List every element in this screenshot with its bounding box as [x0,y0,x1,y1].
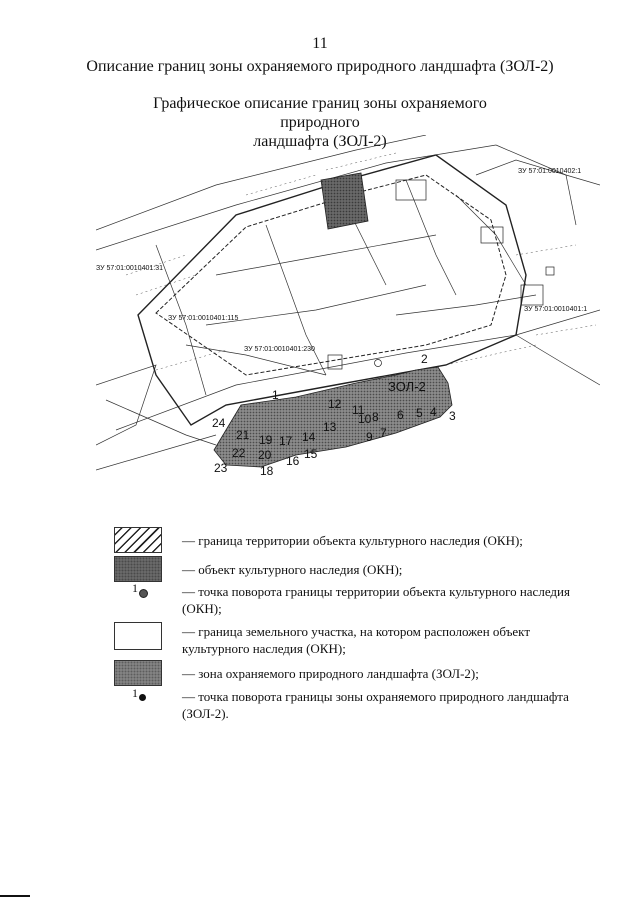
turning-point-label: 17 [279,434,293,448]
point-number: 1 [132,686,138,700]
okn-territory-boundary [155,174,507,376]
page-title: Описание границ зоны охраняемого природн… [86,58,554,75]
point-number: 1 [132,581,138,595]
turning-point-label: 10 [358,412,372,426]
map-background-lines [96,135,600,471]
turning-point-label: 12 [328,397,342,411]
turning-point-label: 20 [258,448,272,462]
turning-point-label: 24 [212,416,226,430]
cadastral-label: ЗУ 57:01:0010401:1 [524,306,587,313]
subtitle-line-1: Графическое описание границ зоны охраняе… [153,95,487,131]
legend-text: — граница территории объекта культурного… [182,533,523,548]
cadastral-labels: ЗУ 57:01:0010402:1 ЗУ 57:01:0010401:31 З… [96,168,587,353]
land-plot-swatch [114,622,162,650]
cadastral-label: ЗУ 57:01:0010401:115 [168,315,238,322]
turning-point-label: 21 [236,428,250,442]
turning-point-label: 4 [430,405,437,419]
turning-point-label: 19 [259,433,273,447]
turning-point-label: 5 [416,406,423,420]
legend-text-line: (ЗОЛ-2). [182,706,229,721]
turning-point-label: 9 [366,430,373,444]
black-point-icon [139,694,146,701]
cadastral-label: ЗУ 57:01:0010401:31 [96,265,163,272]
turning-point-label: 11 [352,403,365,417]
turning-point-label: 1 [272,388,279,402]
turning-point-label: 8 [372,410,379,424]
cadastral-label: ЗУ 57:01:0010401:230 [244,346,315,353]
turning-point-label: 3 [449,409,456,423]
section-subtitle: Графическое описание границ зоны охраняе… [130,94,510,151]
legend-text: — точка поворота границы территории объе… [182,583,592,617]
turning-point-label: 23 [214,461,228,475]
turning-point-label: 13 [323,420,337,434]
turning-point-label: 22 [232,446,246,460]
zol-2-swatch [114,660,162,686]
turning-point-label: 14 [302,430,316,444]
site-plan-map: ЗУ 57:01:0010402:1 ЗУ 57:01:0010401:31 З… [96,135,600,478]
legend-text-line: культурного наследия (ОКН); [182,641,346,656]
turning-point-label: 18 [260,464,274,478]
turning-point-label: 15 [304,447,318,461]
page-edge-rule [0,895,30,897]
turning-point-label: 2 [421,352,428,366]
legend-text-line: (ОКН); [182,601,222,616]
turning-points: 1 2 3 4 5 6 7 8 9 10 11 12 13 14 15 16 1… [212,352,456,478]
legend-text-line: — граница земельного участка, на котором… [182,624,531,639]
legend-text: — граница земельного участка, на котором… [182,623,592,657]
legend-text: — объект культурного наследия (ОКН); [182,562,403,577]
okn-point-symbol: 1 [132,581,152,603]
grey-point-icon [139,589,148,598]
turning-point-label: 16 [286,454,300,468]
page-number: 11 [312,35,328,52]
legend-text: — точка поворота границы зоны охраняемог… [182,688,592,722]
zol-2-point-symbol: 1 [132,686,152,708]
legend-text-line: — точка поворота границы территории объе… [182,584,570,599]
cadastral-label: ЗУ 57:01:0010402:1 [518,168,581,175]
legend-text: — зона охраняемого природного ландшафта … [182,666,479,681]
turning-point-label: 7 [380,426,387,440]
okn-building [320,172,369,230]
zol-2-zone [213,366,453,468]
zone-label: ЗОЛ-2 [388,379,426,394]
plan-structures [327,179,555,370]
hatch-swatch [114,527,162,553]
legend-text-line: — точка поворота границы зоны охраняемог… [182,689,569,704]
okn-object-swatch [114,556,162,582]
turning-point-label: 6 [397,408,404,422]
subtitle-line-2: ландшафта (ЗОЛ-2) [253,133,387,150]
